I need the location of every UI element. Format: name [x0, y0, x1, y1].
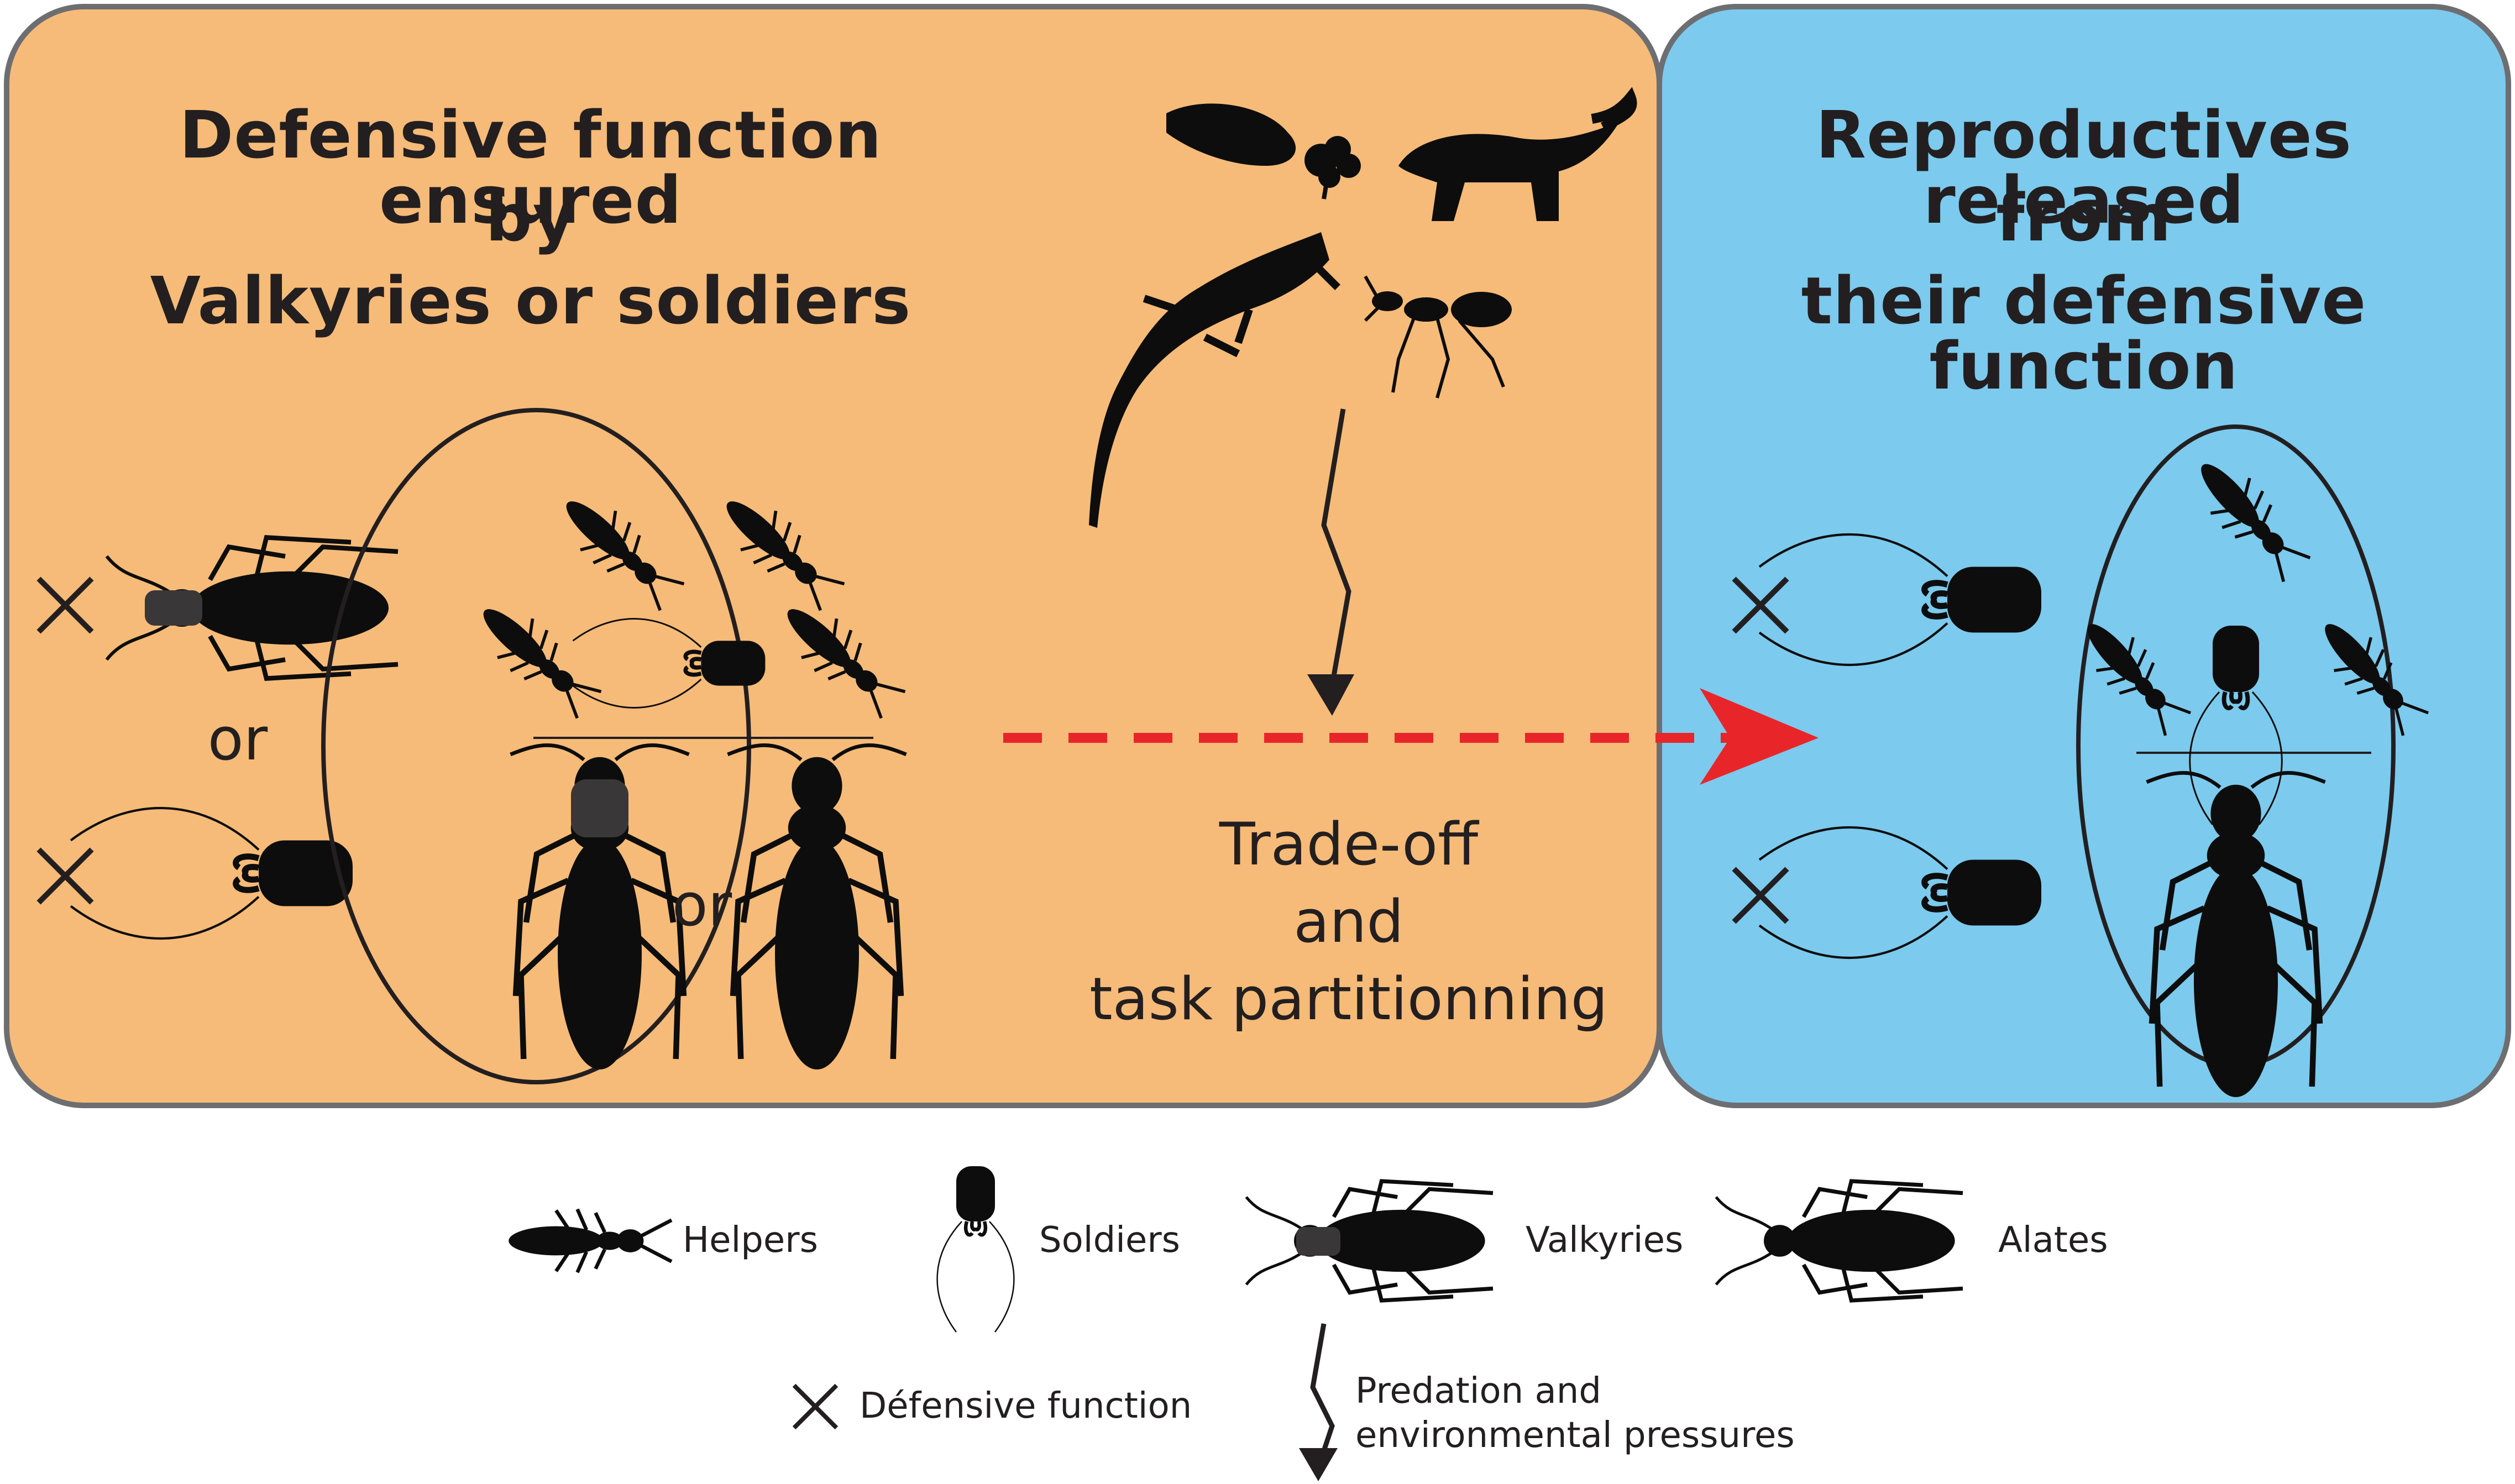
- left-or-1: or: [207, 705, 268, 773]
- legend-helper-icon: [509, 1209, 672, 1272]
- tradeoff-line-3: task partitionning: [1089, 965, 1608, 1033]
- pressure-arrow-head: [1307, 674, 1354, 716]
- legend-alates-label: Alates: [1998, 1220, 2108, 1261]
- left-or-2: or: [672, 871, 732, 939]
- legend-valkyries-label: Valkyries: [1526, 1220, 1684, 1261]
- left-title-line-1: Defensive function ensured: [179, 97, 882, 238]
- left-title-line-3: Valkyries or soldiers: [150, 263, 911, 339]
- tradeoff-line-2: and: [1293, 888, 1404, 956]
- predator-bird: [1166, 103, 1361, 200]
- legend-valkyrie-icon: [1246, 1181, 1493, 1301]
- right-panel: [1657, 4, 2511, 1108]
- legend-defensive-label: Défensive function: [860, 1386, 1192, 1427]
- right-title-line-2: from: [1996, 180, 2172, 256]
- legend-pressure-icon: [1310, 1323, 1335, 1469]
- tradeoff-line-1: Trade-off: [1219, 810, 1479, 878]
- left-colony-valkyrie-head: [571, 779, 628, 837]
- right-title-line-1: Reproductives released: [1815, 97, 2352, 238]
- legend-cross-icon: [794, 1386, 837, 1428]
- predator-anteater: [1398, 87, 1637, 221]
- predator-lizard: [1089, 232, 1340, 528]
- legend-pressure-icon-head: [1299, 1448, 1338, 1481]
- legend-pressure-label-1: Predation and: [1355, 1371, 1601, 1412]
- legend-helpers-label: Helpers: [683, 1220, 818, 1261]
- left-valkyrie-head: [145, 590, 202, 626]
- legend-pressure-label-2: environmental pressures: [1355, 1415, 1795, 1456]
- legend-alate-icon: [1716, 1181, 1963, 1301]
- legend-soldiers-label: Soldiers: [1039, 1220, 1180, 1261]
- legend-valkyrie-head: [1296, 1227, 1340, 1256]
- pressure-arrow: [1321, 408, 1351, 686]
- right-title-line-3: their defensive function: [1801, 263, 2367, 404]
- legend-soldier-icon: [937, 1166, 1014, 1332]
- left-title-line-2: by: [485, 180, 576, 256]
- predator-ant: [1364, 275, 1512, 398]
- release-arrow-head: [1700, 688, 1819, 785]
